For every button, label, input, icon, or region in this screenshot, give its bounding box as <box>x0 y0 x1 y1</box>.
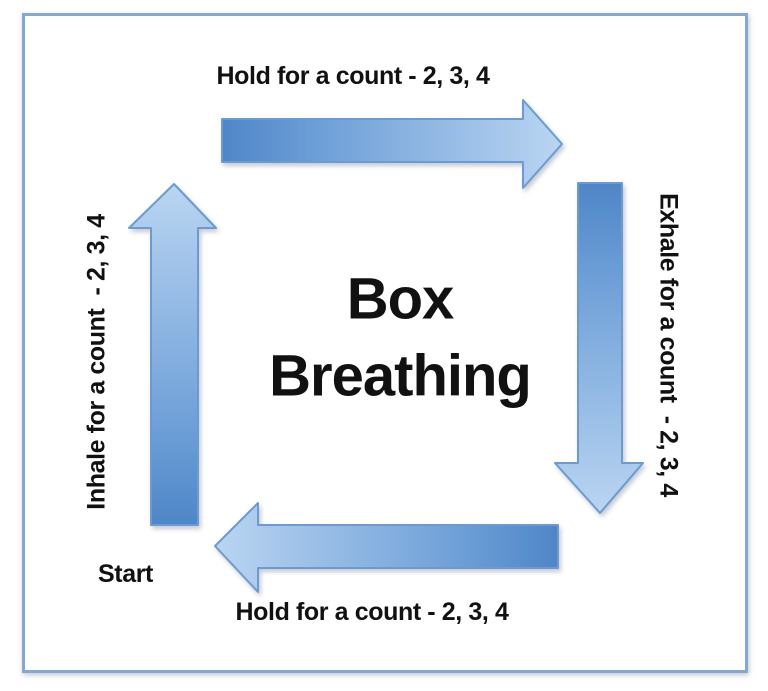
start-label: Start <box>98 560 153 588</box>
exhale-label: Exhale for a count - 2, 3, 4 <box>654 193 683 497</box>
arrow-right-icon <box>221 99 563 189</box>
inhale-label: Inhale for a count - 2, 3, 4 <box>82 214 111 510</box>
title-line-2: Breathing <box>269 343 532 408</box>
arrow-left-icon <box>214 502 559 593</box>
page-title: Box Breathing <box>269 261 532 414</box>
arrow-down-icon <box>554 182 644 514</box>
hold-top-label: Hold for a count - 2, 3, 4 <box>216 62 490 90</box>
hold-bottom-label: Hold for a count - 2, 3, 4 <box>235 598 509 626</box>
arrow-up-icon <box>128 183 217 526</box>
title-line-1: Box <box>346 266 455 332</box>
